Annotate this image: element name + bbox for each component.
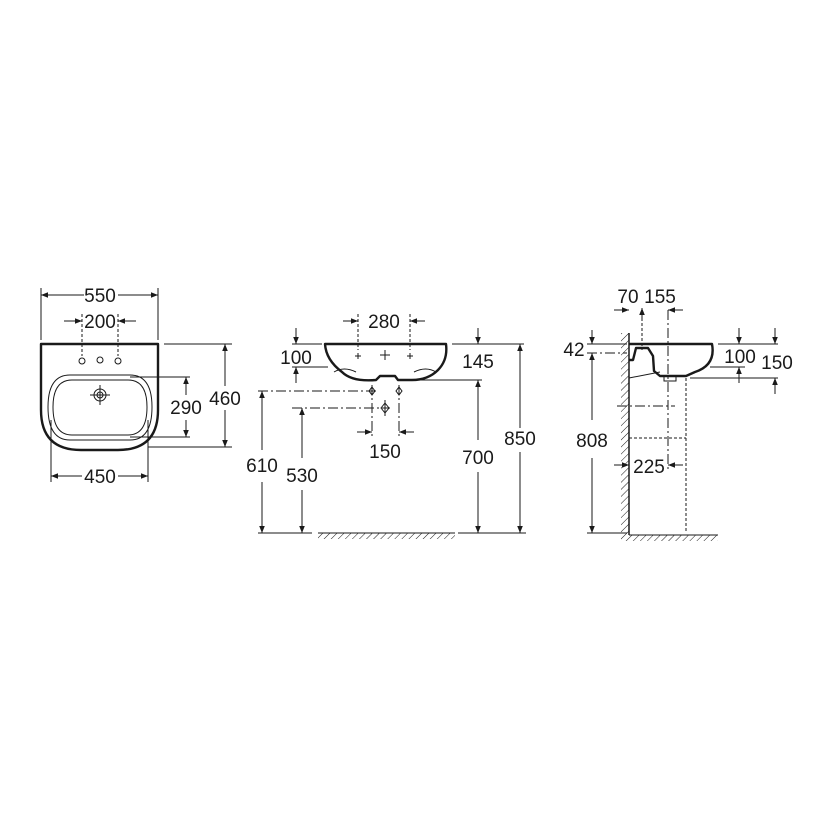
plan-view: 550 200 290 460 450	[39, 286, 241, 488]
dim-460: 460	[209, 389, 241, 410]
wall-hatch	[621, 333, 629, 535]
dim-100: 100	[724, 347, 756, 368]
dim-145: 145	[462, 352, 494, 373]
tap-hole-icons	[78, 356, 122, 365]
floor-hatch	[621, 535, 718, 541]
basin-outline	[39, 342, 160, 452]
drain-icon	[90, 385, 110, 405]
dim-850: 850	[504, 429, 536, 450]
basin-elevation	[323, 342, 448, 382]
dim-610: 610	[246, 456, 278, 477]
tap-hole-icons	[355, 350, 413, 360]
dim-42: 42	[563, 340, 584, 361]
waste-outlet	[628, 371, 677, 382]
elevation-view: 280 100 145 700 850 150 610	[246, 312, 536, 539]
dim-290: 290	[170, 398, 202, 419]
bowl-inner	[52, 379, 148, 436]
supply-pipe-icons	[368, 386, 403, 414]
basin-side-profile	[629, 342, 714, 378]
bowl-outline	[47, 374, 153, 441]
dim-550: 550	[84, 286, 116, 307]
dim-200: 200	[84, 312, 116, 333]
dim-100: 100	[280, 348, 312, 369]
dim-70: 70	[617, 287, 638, 308]
dim-150: 150	[369, 442, 401, 463]
dim-280: 280	[368, 312, 400, 333]
dim-450: 450	[84, 467, 116, 488]
floor-hatch	[318, 533, 455, 539]
dim-150: 150	[761, 353, 793, 374]
dim-700: 700	[462, 448, 494, 469]
dim-808: 808	[576, 431, 608, 452]
dim-530: 530	[286, 466, 318, 487]
dim-155: 155	[644, 287, 676, 308]
dim-225: 225	[633, 457, 665, 478]
side-view: 70 155 42 808 225 100 150	[563, 287, 793, 541]
basin-underside	[333, 368, 437, 373]
